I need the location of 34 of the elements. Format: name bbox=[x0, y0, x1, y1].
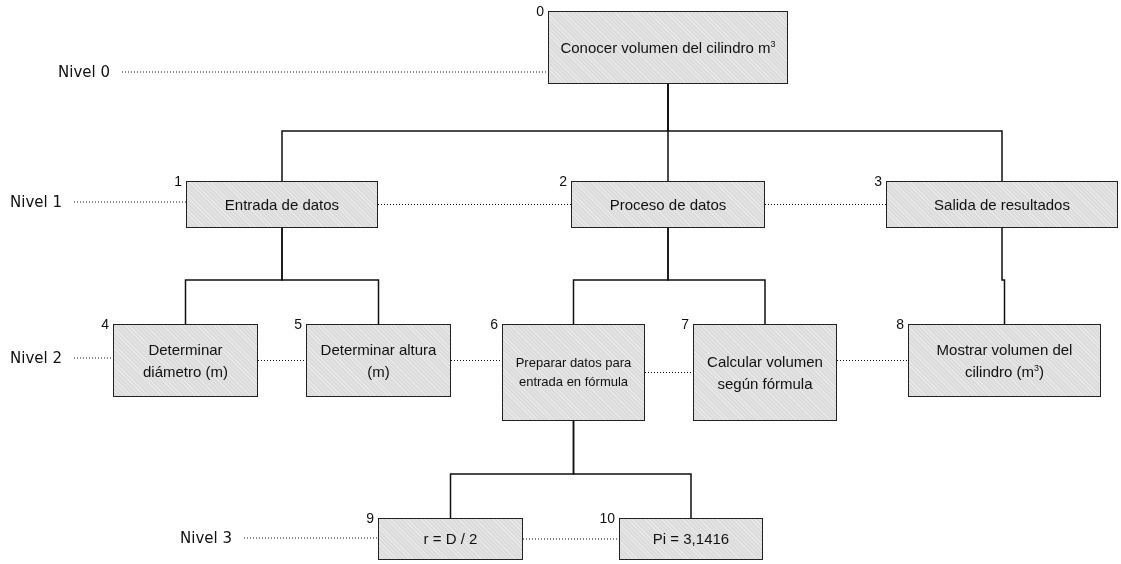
process-box: Determinar diámetro (m) bbox=[113, 324, 258, 397]
level-label: Nivel 3 bbox=[180, 529, 232, 547]
process-box: Entrada de datos bbox=[186, 181, 378, 228]
process-box: Conocer volumen del cilindro m$^{3}$ bbox=[548, 11, 788, 84]
node-number: 5 bbox=[294, 316, 302, 332]
level-label: Nivel 1 bbox=[10, 193, 62, 211]
connector-line bbox=[281, 227, 380, 325]
dotted-line bbox=[121, 71, 549, 73]
process-box: Determinar altura (m) bbox=[306, 324, 451, 397]
node-number: 9 bbox=[366, 510, 374, 526]
node-number: 10 bbox=[599, 510, 615, 526]
node-number: 4 bbox=[101, 316, 109, 332]
connector-line bbox=[1001, 227, 1006, 325]
node-number: 1 bbox=[174, 173, 182, 189]
node-number: 7 bbox=[681, 316, 689, 332]
connector-line bbox=[667, 83, 1003, 182]
node-number: 8 bbox=[896, 316, 904, 332]
node-number: 3 bbox=[874, 173, 882, 189]
process-box: Preparar datos para entrada en fórmula bbox=[502, 324, 645, 421]
level-label: Nivel 2 bbox=[10, 349, 62, 367]
process-box: Proceso de datos bbox=[571, 181, 765, 228]
node-number: 6 bbox=[490, 316, 498, 332]
node-number: 0 bbox=[536, 3, 544, 19]
process-box: Pi = 3,1416 bbox=[619, 518, 763, 560]
process-box: Calcular volumen según fórmula bbox=[693, 324, 837, 421]
process-box: Salida de resultados bbox=[886, 181, 1118, 228]
process-box: r = D / 2 bbox=[378, 518, 523, 560]
process-box: Mostrar volumen del cilindro (m$^{3}$) bbox=[908, 324, 1101, 397]
connector-line bbox=[667, 227, 766, 325]
node-number: 2 bbox=[559, 173, 567, 189]
connector-line bbox=[572, 420, 692, 519]
dotted-line bbox=[73, 357, 114, 359]
level-label: Nivel 0 bbox=[58, 63, 110, 81]
dotted-line bbox=[243, 537, 379, 539]
